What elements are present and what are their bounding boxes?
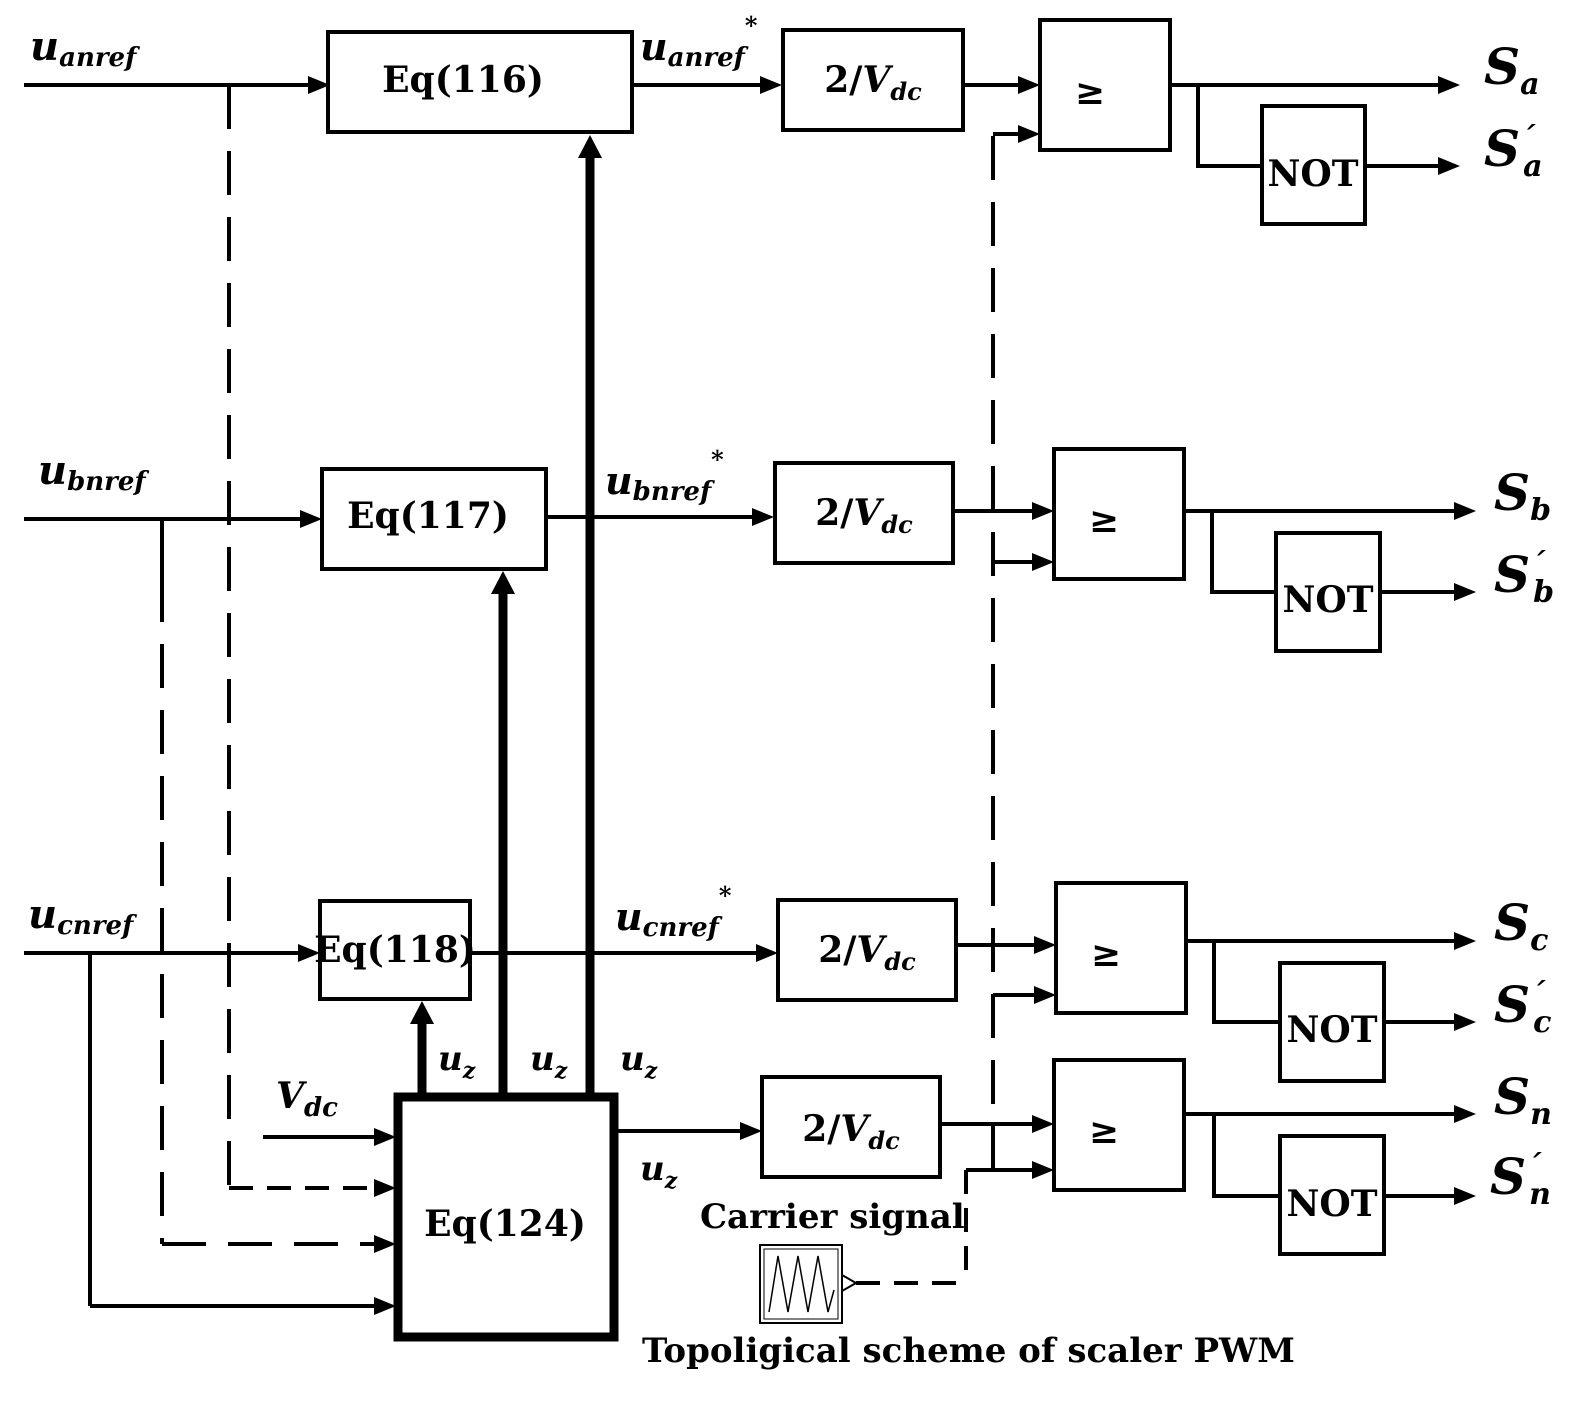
arrow-uz-eq118 (410, 1001, 434, 1024)
wire-to-not-c (1212, 941, 1280, 1024)
not-label-n: NOT (1286, 1183, 1377, 1225)
eq116-block (326, 30, 634, 134)
uz-label-out: uz (640, 1149, 678, 1194)
comparator-c (1054, 881, 1188, 1015)
output-label-sc: Sc (1494, 893, 1548, 958)
arrow-gain-n-out (1032, 1115, 1054, 1133)
eq117-label: Eq(117) (347, 495, 509, 537)
arrow-gain-a-out (1018, 76, 1040, 94)
comparator-b-symbol: ≥ (1089, 499, 1119, 541)
output-label-sb-prime: S´b (1494, 545, 1554, 610)
gain-block-n (760, 1075, 942, 1179)
not-block-a (1260, 104, 1367, 226)
not-label-c: NOT (1286, 1009, 1377, 1051)
not-label-b: NOT (1282, 579, 1373, 621)
arrow-out-n-prime (1454, 1187, 1476, 1205)
arrow-carrier-comp-a (1018, 125, 1040, 143)
gain-label-b: 2/Vdc (815, 492, 913, 539)
arrow-tap-bnref (374, 1235, 396, 1253)
gain-block-c (776, 898, 958, 1002)
arrow-uz-eq116 (578, 135, 602, 158)
gain-block-a (781, 28, 965, 132)
not-label-a: NOT (1267, 153, 1358, 195)
uz-label-1: uz (438, 1039, 476, 1084)
arrow-anref-in (308, 76, 330, 94)
arrow-eq124-out (740, 1122, 762, 1140)
comparator-n-symbol: ≥ (1089, 1110, 1119, 1152)
arrow-gain-c-out (1034, 936, 1056, 954)
uz-label-3: uz (620, 1039, 658, 1084)
carrier-output-port-icon (841, 1273, 859, 1293)
arrow-carrier-comp-b (1032, 553, 1054, 571)
arrow-gain-b-out (1032, 502, 1054, 520)
comparator-a-symbol: ≥ (1075, 71, 1105, 113)
arrow-carrier-comp-n (1032, 1161, 1054, 1179)
eq124-block (393, 1092, 619, 1342)
carrier-source-inner (763, 1248, 839, 1320)
arrow-out-a (1438, 76, 1460, 94)
input-label-bnref: ubnref (38, 447, 149, 497)
uz-label-2: uz (530, 1039, 568, 1084)
gain-label-a: 2/Vdc (824, 59, 922, 106)
triangle-wave-icon (768, 1255, 835, 1313)
input-label-cnref: ucnref (28, 891, 137, 941)
arrow-eq118-out (756, 944, 778, 962)
arrow-eq116-out (760, 76, 782, 94)
arrow-out-n (1454, 1105, 1476, 1123)
comparator-n (1052, 1058, 1186, 1192)
arrow-eq117-out (752, 508, 774, 526)
not-block-b (1274, 531, 1382, 653)
arrow-out-c-prime (1454, 1013, 1476, 1031)
input-label-anref: uanref (30, 23, 140, 73)
input-label-vdc: Vdc (276, 1075, 338, 1123)
arrow-out-a-prime (1438, 157, 1460, 175)
arrow-tap-cnref (374, 1297, 396, 1315)
wire-to-not-a (1196, 85, 1262, 168)
comparator-c-symbol: ≥ (1091, 933, 1121, 975)
output-label-sa-prime: S´a (1484, 119, 1543, 184)
diagram-caption: Topoligical scheme of scaler PWM (642, 1331, 1295, 1371)
eq124-label: Eq(124) (424, 1203, 586, 1245)
arrow-out-c (1454, 932, 1476, 950)
gain-label-c: 2/Vdc (818, 929, 916, 976)
eq118-label: Eq(118) (314, 929, 476, 971)
carrier-label: Carrier signal (700, 1197, 965, 1237)
gain-label-n: 2/Vdc (802, 1108, 900, 1155)
output-label-sb: Sb (1494, 463, 1551, 528)
wire-to-not-b (1210, 511, 1276, 594)
output-label-sn-prime: S´n (1490, 1147, 1551, 1212)
eq117-block (320, 467, 548, 571)
output-label-sc-prime: S´c (1494, 975, 1551, 1040)
modified-ref-b: ubnref* (605, 445, 724, 507)
output-label-sa: Sa (1484, 37, 1540, 102)
not-block-n (1278, 1134, 1386, 1256)
modified-ref-a: uanref* (640, 11, 758, 73)
arrow-tap-anref (374, 1179, 396, 1197)
arrow-out-b (1454, 502, 1476, 520)
arrow-vdc-in (374, 1128, 396, 1146)
arrow-carrier-comp-c (1034, 986, 1056, 1004)
eq118-block (318, 899, 472, 1001)
arrow-bnref-in (300, 510, 322, 528)
arrow-cnref-in (298, 944, 320, 962)
wire-to-not-n (1212, 1114, 1280, 1198)
eq116-label: Eq(116) (382, 59, 544, 101)
arrow-uz-eq117 (491, 571, 515, 594)
comparator-a (1038, 18, 1172, 152)
comparator-b (1052, 447, 1186, 581)
arrow-out-b-prime (1454, 583, 1476, 601)
modified-ref-c: ucnref* (615, 881, 732, 943)
output-label-sn: Sn (1494, 1067, 1552, 1132)
